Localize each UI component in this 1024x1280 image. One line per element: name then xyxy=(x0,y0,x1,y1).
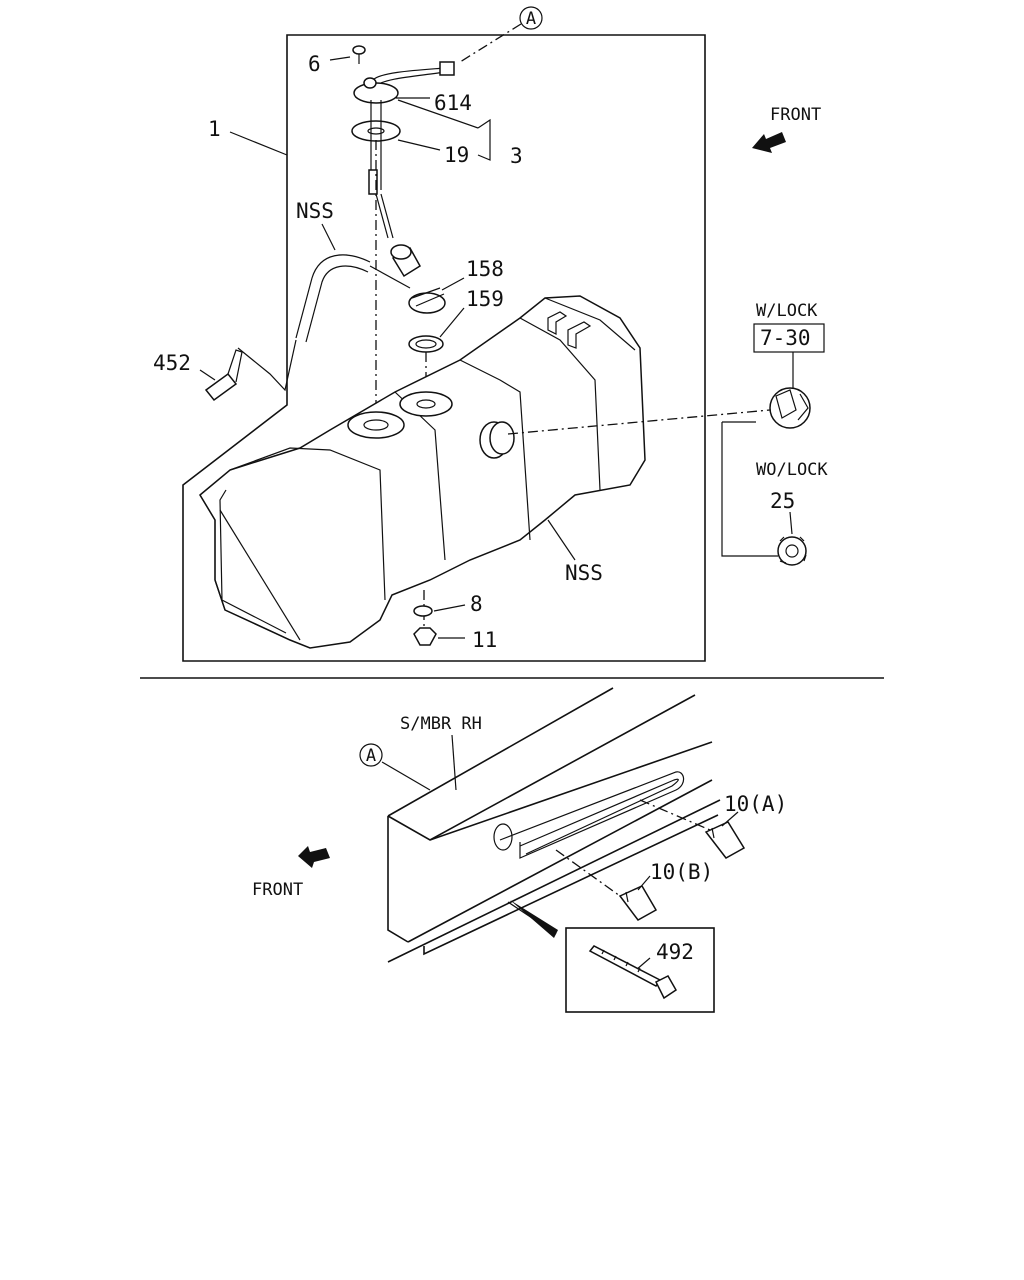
ref-a-top-label: A xyxy=(526,9,536,29)
plain-fuel-cap xyxy=(777,536,807,566)
ref-a-bottom-label: A xyxy=(366,746,376,766)
wire-harness xyxy=(499,771,685,859)
ref-a-bottom: A xyxy=(359,743,383,767)
label-wo-lock: WO/LOCK xyxy=(756,460,828,480)
side-member-rh xyxy=(387,687,721,963)
label-nss-tank: NSS xyxy=(565,561,603,585)
breather-hose xyxy=(295,254,411,343)
clip-10a xyxy=(704,821,746,859)
assembly-frame xyxy=(182,34,706,662)
nut-11 xyxy=(413,627,437,646)
ref-7-30-box xyxy=(753,323,825,353)
label-11: 11 xyxy=(472,628,497,652)
cable-tie-492 xyxy=(588,945,677,1000)
label-159: 159 xyxy=(466,287,504,311)
label-614: 614 xyxy=(434,91,472,115)
label-10b: 10(B) xyxy=(650,860,713,884)
lower-assembly: S/MBR RH A 10(A) xyxy=(252,687,787,1013)
label-6: 6 xyxy=(308,52,321,76)
label-8: 8 xyxy=(470,592,483,616)
front-arrow-bottom xyxy=(298,846,330,868)
label-25: 25 xyxy=(770,489,795,513)
front-label-top: FRONT xyxy=(770,105,821,125)
washer-8 xyxy=(413,605,433,617)
label-7-30: 7-30 xyxy=(760,326,811,350)
sender-top-plate xyxy=(353,82,399,104)
fuel-tank xyxy=(199,295,646,649)
label-10a: 10(A) xyxy=(724,792,787,816)
label-1: 1 xyxy=(208,117,221,141)
label-492: 492 xyxy=(656,940,694,964)
upper-assembly: A 6 614 19 3 xyxy=(153,6,828,662)
gasket-19 xyxy=(351,120,401,142)
label-158: 158 xyxy=(466,257,504,281)
sender-cap-158 xyxy=(408,287,446,314)
label-19: 19 xyxy=(444,143,469,167)
fitting-452 xyxy=(204,349,243,402)
screw-6 xyxy=(352,45,366,64)
front-arrow-top xyxy=(752,132,786,153)
sender-connector xyxy=(439,61,455,76)
float xyxy=(390,244,422,278)
ref-a-top: A xyxy=(519,6,543,30)
frame-hole xyxy=(493,823,513,851)
label-w-lock: W/LOCK xyxy=(756,301,818,321)
locking-fuel-cap xyxy=(769,387,811,429)
clip-10b xyxy=(618,885,658,921)
sender-tube xyxy=(368,100,394,239)
front-label-bottom: FRONT xyxy=(252,880,303,900)
grommet-159 xyxy=(408,335,444,353)
label-smbr-rh: S/MBR RH xyxy=(400,714,482,734)
label-3: 3 xyxy=(510,144,523,168)
detail-box-492 xyxy=(565,927,715,1013)
label-452: 452 xyxy=(153,351,191,375)
label-nss-hose: NSS xyxy=(296,199,334,223)
